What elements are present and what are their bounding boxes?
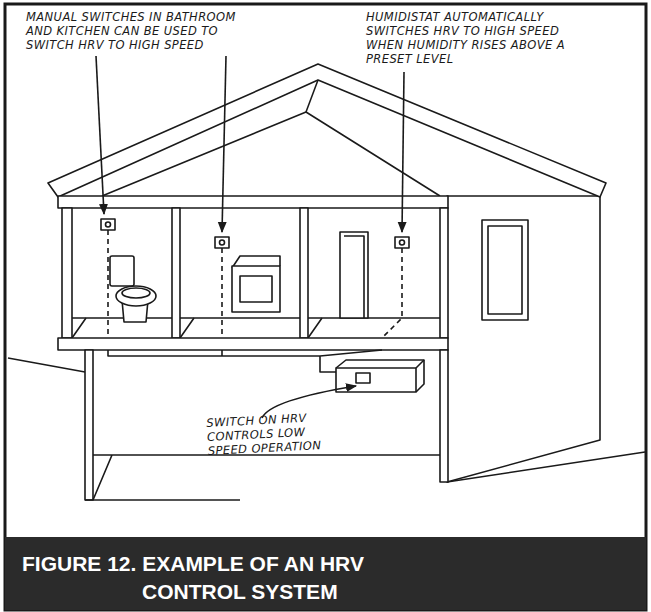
figure-frame xyxy=(5,4,646,610)
floor-slab xyxy=(58,338,448,350)
switch-knob xyxy=(220,240,225,245)
callout-note: HUMIDISTAT AUTOMATICALLY SWITCHES HRV TO… xyxy=(366,10,598,66)
switch-knob xyxy=(106,222,111,227)
leader-line xyxy=(402,72,404,232)
attic-truss xyxy=(306,80,318,112)
ceiling-slab xyxy=(58,196,448,208)
oven-window xyxy=(240,276,272,302)
partition-wall xyxy=(300,208,308,338)
basement-floor-edge xyxy=(85,499,240,501)
basement-floor-line xyxy=(93,455,440,500)
window xyxy=(482,220,528,320)
wall-switch xyxy=(215,237,229,248)
hrv-edge xyxy=(416,360,424,368)
humidistat xyxy=(395,237,409,248)
window-frame xyxy=(488,226,522,314)
toilet-bowl xyxy=(116,286,156,306)
wall-switch xyxy=(101,219,115,230)
caption-band xyxy=(5,537,646,610)
ground-line xyxy=(8,358,85,372)
range-body xyxy=(232,266,280,312)
humidistat-dial xyxy=(400,240,405,245)
roof xyxy=(48,64,606,197)
callout-note: SWITCH ON HRV CONTROLS LOW SPEED OPERATI… xyxy=(206,409,350,458)
exterior-wall xyxy=(440,208,448,338)
toilet-tank xyxy=(110,256,134,286)
door-frame xyxy=(344,236,364,318)
leader-line xyxy=(96,56,104,214)
attic-truss xyxy=(102,112,440,196)
floor-corner-line xyxy=(72,318,322,338)
door xyxy=(340,232,368,318)
control-wire xyxy=(108,230,402,338)
partition-wall xyxy=(172,208,180,338)
foundation-wall xyxy=(440,350,448,482)
leader-line xyxy=(222,56,226,232)
end-wall xyxy=(447,196,600,482)
toilet-seat xyxy=(122,288,150,298)
foundation-wall xyxy=(85,350,93,500)
hrv-switch xyxy=(356,373,370,383)
exterior-wall xyxy=(62,208,72,338)
figure-caption: FIGURE 12. EXAMPLE OF AN HRV CONTROL SYS… xyxy=(22,550,422,606)
callout-note: MANUAL SWITCHES IN BATHROOM AND KITCHEN … xyxy=(26,10,266,52)
hrv-unit xyxy=(336,368,416,392)
